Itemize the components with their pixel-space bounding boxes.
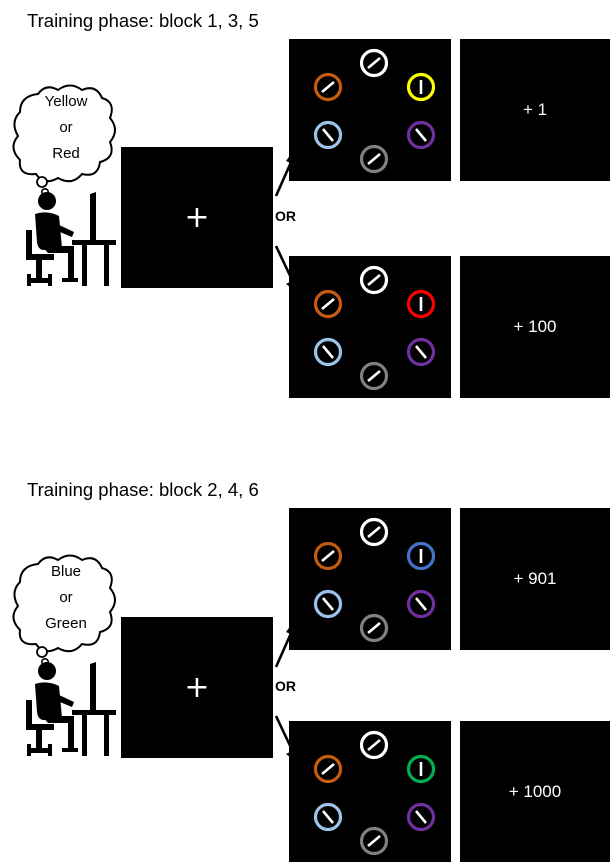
search-item-lower-left (313, 802, 343, 832)
thought-word-3: Green (45, 615, 87, 632)
search-item-upper-right (406, 754, 436, 784)
phase-title: Training phase: block 1, 3, 5 (27, 10, 259, 31)
feedback-screen: + 1 (460, 39, 610, 181)
search-item-lower-left (313, 337, 343, 367)
fixation-cross: + (184, 669, 210, 705)
search-item-bottom (359, 361, 389, 391)
fixation-screen: + (121, 617, 273, 758)
reward-feedback: + 100 (513, 317, 557, 336)
search-item-upper-right (406, 289, 436, 319)
search-display (289, 508, 451, 650)
reward-feedback: + 1000 (508, 781, 562, 801)
search-item-upper-right (406, 72, 436, 102)
thought-word-2: or (59, 119, 73, 136)
feedback-screen: + 100 (460, 256, 610, 398)
or-label: OR (275, 208, 296, 224)
phase-title: Training phase: block 2, 4, 6 (27, 479, 259, 500)
search-display (289, 256, 451, 398)
search-item-lower-left (313, 120, 343, 150)
search-item-top (359, 48, 389, 78)
participant-at-computer-icon (26, 662, 116, 756)
feedback-screen: + 1000 (460, 721, 610, 862)
search-item-lower-right (406, 589, 436, 619)
search-item-lower-right (406, 337, 436, 367)
search-item-lower-right (406, 802, 436, 832)
search-item-upper-left (313, 541, 343, 571)
participant-at-computer-icon (26, 192, 116, 286)
thought-bubble (12, 554, 116, 667)
search-item-bottom (359, 613, 389, 643)
search-item-bottom (359, 144, 389, 174)
search-item-upper-right (406, 541, 436, 571)
thought-word-1: Blue (50, 563, 82, 580)
search-item-upper-left (313, 289, 343, 319)
thought-word-1: Yellow (44, 93, 88, 110)
search-item-bottom (359, 826, 389, 856)
search-array (313, 730, 436, 856)
thought-word-2: or (59, 589, 73, 606)
search-display (289, 39, 451, 181)
search-item-top (359, 517, 389, 547)
search-item-upper-left (313, 754, 343, 784)
search-item-top (359, 265, 389, 295)
search-array (313, 48, 436, 174)
search-item-lower-right (406, 120, 436, 150)
thought-word-3: Red (52, 145, 80, 162)
fixation-screen: + (121, 147, 273, 288)
search-array (313, 265, 436, 391)
search-item-top (359, 730, 389, 760)
thought-bubble (12, 84, 116, 197)
reward-feedback: + 1 (522, 100, 548, 119)
search-item-upper-left (313, 72, 343, 102)
search-item-lower-left (313, 589, 343, 619)
reward-feedback: + 901 (513, 569, 557, 588)
fixation-cross: + (184, 199, 210, 235)
search-array (313, 517, 436, 643)
or-label: OR (275, 678, 296, 694)
search-display (289, 721, 451, 862)
feedback-screen: + 901 (460, 508, 610, 650)
